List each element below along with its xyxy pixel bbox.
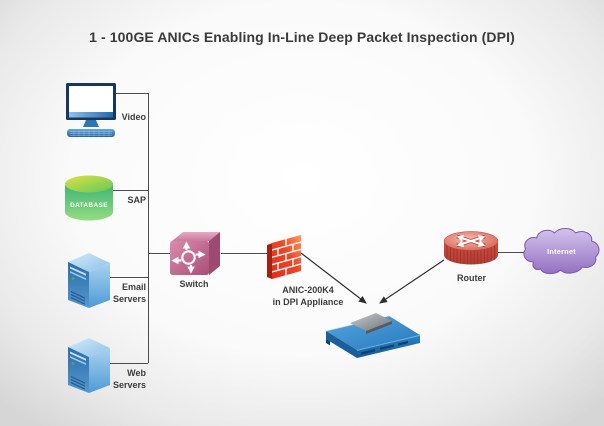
endpoint-label-email-servers: Email Servers bbox=[112, 282, 146, 304]
router-label: Router bbox=[457, 273, 486, 283]
connector-video bbox=[115, 93, 148, 94]
diagram-title: 1 - 100GE ANICs Enabling In-Line Deep Pa… bbox=[89, 29, 515, 45]
switch-label: Switch bbox=[179, 279, 209, 289]
monitor-icon bbox=[66, 83, 116, 137]
router-icon bbox=[443, 231, 499, 265]
connector-router-internet bbox=[497, 252, 524, 253]
connector-web bbox=[109, 363, 148, 364]
arrow-router-to-appliance bbox=[379, 259, 445, 304]
server-tower-icon-web bbox=[68, 338, 110, 393]
anic-card bbox=[350, 313, 392, 331]
firewall-caption-line2: in DPI Appliance bbox=[272, 297, 344, 307]
firewall-icon bbox=[267, 235, 301, 279]
internet-label: Internet bbox=[547, 247, 576, 256]
server-tower-icon-email bbox=[68, 253, 110, 308]
internet-cloud-icon: Internet bbox=[523, 228, 600, 275]
firewall-caption-line1: ANIC-200K4 bbox=[282, 285, 334, 295]
arrow-firewall-to-appliance bbox=[300, 252, 367, 304]
connector-email bbox=[109, 277, 148, 278]
switch-icon bbox=[170, 232, 220, 275]
database-text: DATABASE bbox=[70, 202, 108, 209]
trunk-line bbox=[148, 93, 149, 363]
connector-switch-firewall bbox=[221, 253, 268, 254]
connector-trunk-switch bbox=[148, 253, 170, 254]
database-icon: DATABASE bbox=[65, 175, 113, 221]
endpoint-label-web-servers: Web Servers bbox=[112, 368, 146, 390]
endpoint-label-video: Video bbox=[121, 112, 146, 122]
dpi-appliance-icon bbox=[325, 313, 421, 358]
endpoint-label-sap: SAP bbox=[127, 195, 146, 205]
firewall-caption: ANIC-200K4 in DPI Appliance bbox=[262, 284, 354, 308]
connector-sap bbox=[112, 190, 148, 191]
